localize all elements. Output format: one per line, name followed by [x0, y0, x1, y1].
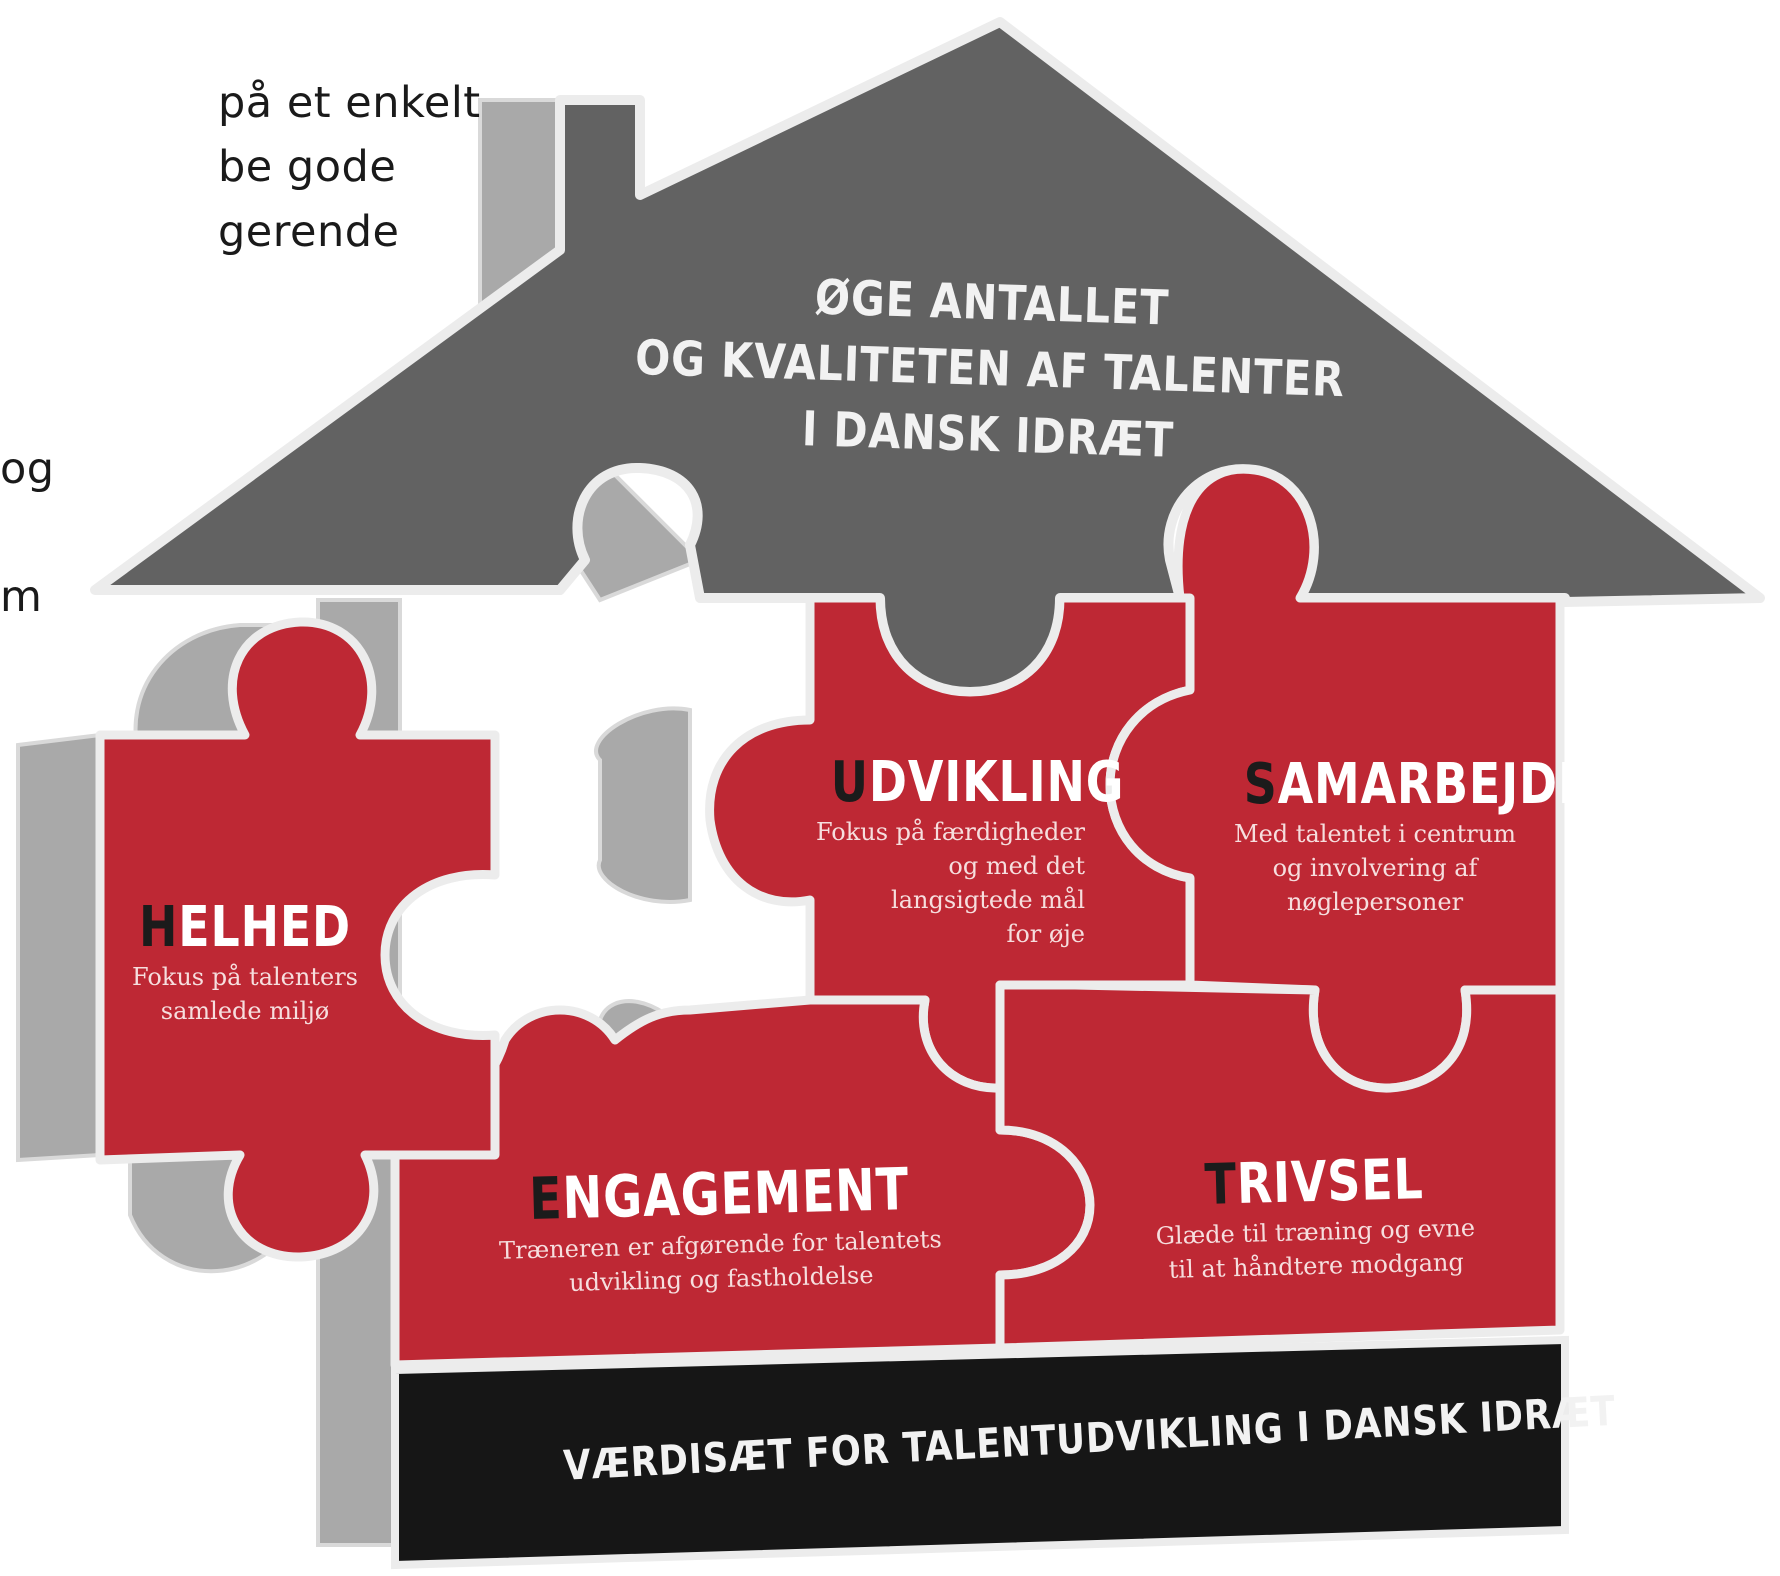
samarbejde-heading: SAMARBEJDE	[1243, 752, 1590, 817]
loose-piece-side	[16, 732, 102, 1163]
samarbejde-rest: AMARBEJDE	[1277, 752, 1591, 817]
udvikling-heading: UDVIKLING	[830, 750, 1124, 815]
udvikling-tab-side	[594, 706, 692, 904]
helhed-initial: H	[139, 895, 179, 960]
samarbejde-block: SAMARBEJDE Med talentet i centrum og inv…	[1215, 752, 1590, 919]
helhed-rest: ELHED	[178, 895, 351, 960]
trivsel-block: TRIVSEL Glæde til træning og evne til at…	[1133, 1145, 1496, 1287]
trivsel-piece	[995, 980, 1565, 1353]
engagement-block: ENGAGEMENT Træneren er afgørende for tal…	[453, 1153, 986, 1303]
helhed-text-1: Fokus på talenters	[132, 963, 358, 991]
samarbejde-text-3: nøglepersoner	[1286, 888, 1464, 916]
trivsel-heading: TRIVSEL	[1166, 1146, 1463, 1219]
samarbejde-text-1: Med talentet i centrum	[1234, 820, 1516, 848]
udvikling-text-1: Fokus på færdigheder	[815, 818, 1085, 846]
side-text-line-2: be gode	[218, 142, 397, 192]
udvikling-text-2: og med det	[948, 852, 1085, 880]
helhed-block: HELHED Fokus på talenters samlede miljø	[105, 895, 385, 1028]
roof-title: ØGE ANTALLET OG KVALITETEN AF TALENTER I…	[630, 259, 1350, 479]
side-text-line-5: m	[0, 572, 43, 622]
trivsel-initial: T	[1203, 1152, 1238, 1218]
engagement-initial: E	[528, 1164, 564, 1233]
helhed-piece	[95, 617, 500, 1262]
udvikling-block: UDVIKLING Fokus på færdigheder og med de…	[775, 750, 1124, 951]
side-text-line-3: gerende	[218, 207, 400, 257]
samarbejde-initial: S	[1243, 752, 1278, 817]
samarbejde-text-2: og involvering af	[1272, 854, 1478, 882]
udvikling-text-3: langsigtede mål	[891, 886, 1085, 914]
base-bar	[391, 1335, 1569, 1570]
side-text-line-4: og	[0, 444, 55, 494]
helhed-heading: HELHED	[130, 895, 360, 960]
side-text-line-1: på et enkelt	[218, 78, 481, 128]
udvikling-rest: DVIKLING	[868, 750, 1125, 815]
engagement-heading: ENGAGEMENT	[501, 1154, 937, 1233]
trivsel-rest: RIVSEL	[1236, 1147, 1425, 1218]
udvikling-initial: U	[830, 750, 869, 815]
helhed-text-2: samlede miljø	[160, 997, 330, 1025]
udvikling-text-4: for øje	[1006, 920, 1085, 948]
engagement-rest: NGAGEMENT	[561, 1155, 910, 1233]
